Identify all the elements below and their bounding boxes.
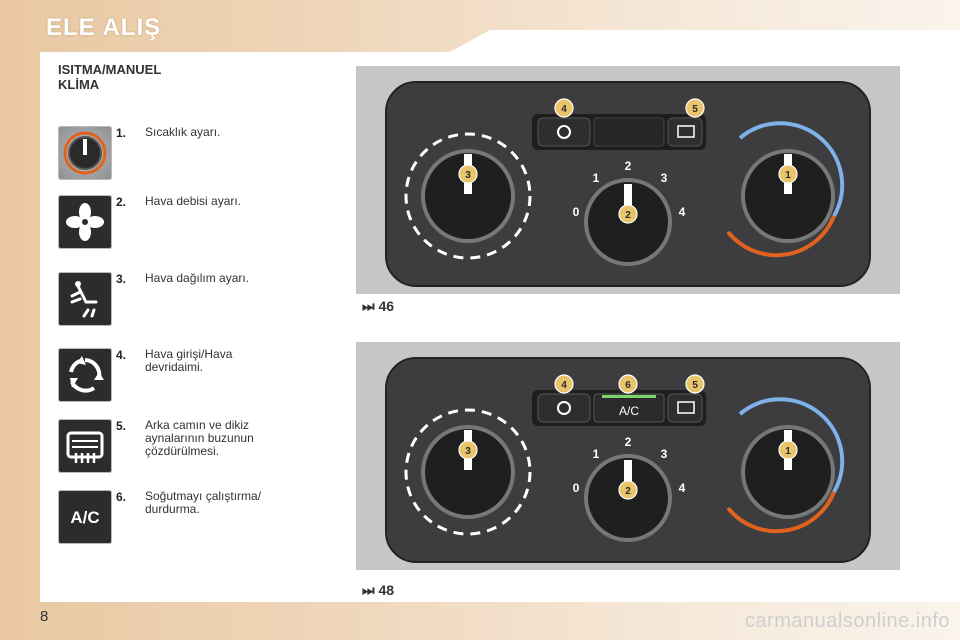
item-number: 6. bbox=[116, 490, 127, 504]
fan-scale-4: 4 bbox=[679, 481, 686, 495]
fan-scale-2: 2 bbox=[625, 159, 632, 173]
fan-scale-3: 3 bbox=[661, 171, 668, 185]
legend-item-3: 3. Hava dağılım ayarı. bbox=[58, 272, 318, 332]
air-distribution-icon bbox=[58, 272, 112, 326]
fan-scale-1: 1 bbox=[593, 171, 600, 185]
item-number: 2. bbox=[116, 195, 127, 209]
ac-button-label: A/C bbox=[619, 404, 639, 418]
marker-5: 5 bbox=[692, 104, 698, 115]
item-text: Sıcaklık ayarı. bbox=[145, 125, 221, 139]
item-text: Hava girişi/Hava devridaimi. bbox=[145, 347, 233, 374]
item-number: 5. bbox=[116, 419, 127, 433]
legend-item-6: A/C 6. Soğutmayı çalıştırma/ durdurma. bbox=[58, 490, 318, 550]
recirculation-icon bbox=[58, 348, 112, 402]
control-panel-photo-1: 4 5 3 2 1 0 1 2 3 4 bbox=[356, 66, 900, 294]
item-text: Hava dağılım ayarı. bbox=[145, 271, 250, 285]
section-title: ISITMA/MANUEL KLİMA bbox=[58, 62, 162, 92]
fan-scale-0: 0 bbox=[573, 481, 580, 495]
temperature-knob-icon bbox=[58, 126, 112, 180]
marker-4: 4 bbox=[561, 380, 567, 391]
svg-text:A/C: A/C bbox=[70, 508, 99, 527]
fan-scale-0: 0 bbox=[573, 205, 580, 219]
item-number: 4. bbox=[116, 348, 127, 362]
reference-page: 46 bbox=[378, 298, 395, 314]
control-panel-photo-2: A/C 4 6 5 3 2 1 0 1 2 3 4 bbox=[356, 342, 900, 570]
legend-item-1: 1. Sıcaklık ayarı. bbox=[58, 126, 318, 186]
reference-page: 48 bbox=[378, 582, 395, 598]
page-number: 8 bbox=[40, 608, 49, 625]
marker-3: 3 bbox=[465, 446, 471, 457]
legend-item-5: 5. Arka camın ve dikiz aynalarının buzun… bbox=[58, 419, 318, 479]
double-arrow-icon: ⏭ bbox=[362, 582, 375, 598]
marker-6: 6 bbox=[625, 380, 631, 391]
item-number: 3. bbox=[116, 272, 127, 286]
page-title: ELE ALIŞ bbox=[46, 14, 162, 41]
control-panel-illustration: 4 5 3 2 1 0 1 2 3 4 bbox=[356, 66, 900, 294]
fan-scale-1: 1 bbox=[593, 447, 600, 461]
marker-3: 3 bbox=[465, 170, 471, 181]
item-number: 1. bbox=[116, 126, 127, 140]
marker-5: 5 bbox=[692, 380, 698, 391]
fan-scale-4: 4 bbox=[679, 205, 686, 219]
fan-scale-2: 2 bbox=[625, 435, 632, 449]
watermark: carmanualsonline.info bbox=[744, 610, 950, 632]
legend-item-2: 2. Hava debisi ayarı. bbox=[58, 195, 318, 255]
marker-2: 2 bbox=[625, 210, 631, 221]
marker-1: 1 bbox=[785, 170, 791, 181]
fan-icon bbox=[58, 195, 112, 249]
page-reference-2: ⏭ 48 bbox=[362, 582, 394, 599]
rear-defrost-icon bbox=[58, 419, 112, 473]
marker-1: 1 bbox=[785, 446, 791, 457]
item-text: Hava debisi ayarı. bbox=[145, 194, 242, 208]
marker-4: 4 bbox=[561, 104, 567, 115]
page-reference-1: ⏭ 46 bbox=[362, 298, 394, 315]
item-text: Soğutmayı çalıştırma/ durdurma. bbox=[145, 489, 262, 516]
double-arrow-icon: ⏭ bbox=[362, 298, 375, 314]
fan-scale-3: 3 bbox=[661, 447, 668, 461]
ac-icon: A/C bbox=[58, 490, 112, 544]
control-panel-illustration: A/C 4 6 5 3 2 1 0 1 2 3 4 bbox=[356, 342, 900, 570]
marker-2: 2 bbox=[625, 486, 631, 497]
legend-item-4: 4. Hava girişi/Hava devridaimi. bbox=[58, 348, 318, 408]
item-text: Arka camın ve dikiz aynalarının buzunun … bbox=[145, 418, 254, 458]
